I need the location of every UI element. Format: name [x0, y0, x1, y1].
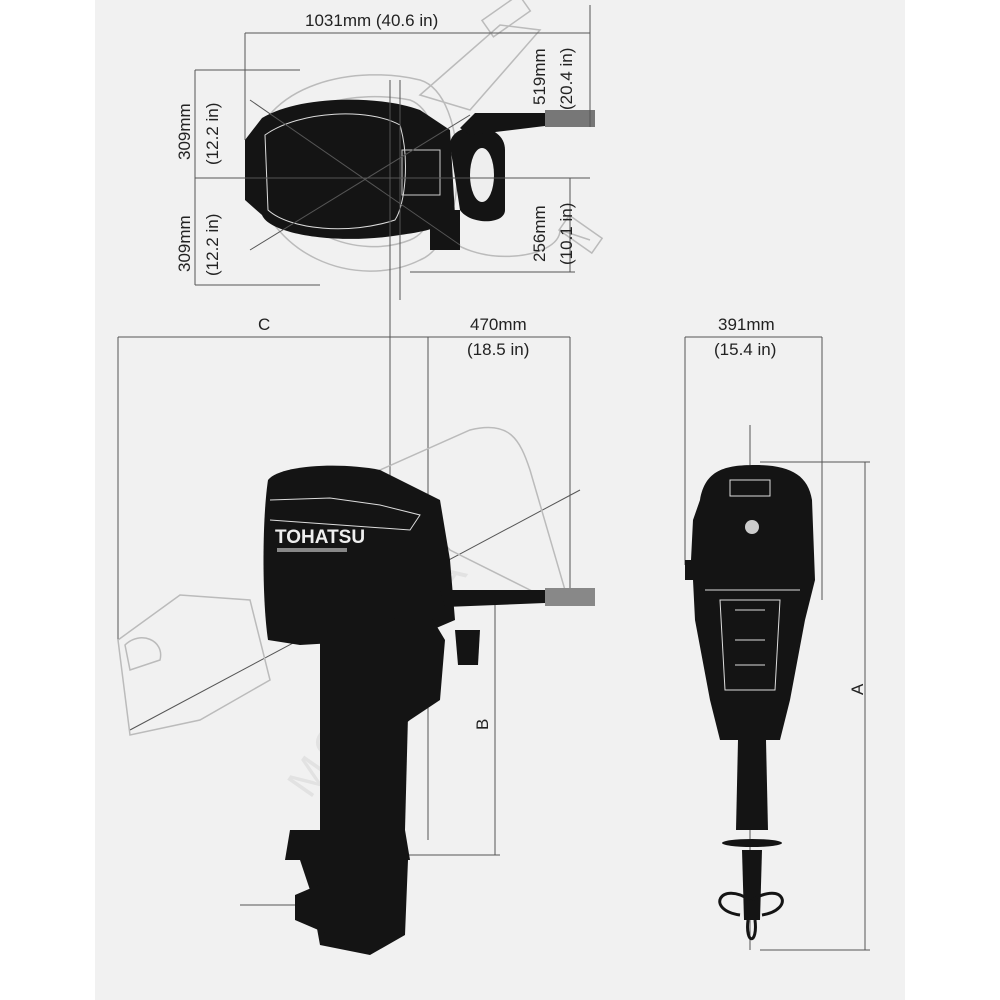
- right-lower-mm: 256mm: [530, 205, 549, 262]
- left-upper-in: (12.2 in): [203, 103, 222, 165]
- left-lower-mm: 309mm: [175, 215, 194, 272]
- dimension-a: A: [848, 683, 867, 695]
- left-lower-in: (12.2 in): [203, 214, 222, 276]
- rear-view: 391mm (15.4 in) A: [684, 315, 870, 951]
- top-view: 1031mm (40.6 in) 309mm (12.2 in) 309mm (…: [175, 0, 604, 300]
- right-lower-in: (10.1 in): [557, 203, 576, 265]
- side-view: TOHATSU C 470mm (18.5 in) B: [117, 80, 595, 955]
- brand-logo: TOHATSU: [275, 527, 365, 548]
- top-width-label: 1031mm (40.6 in): [305, 11, 438, 30]
- dimension-b: B: [473, 719, 492, 730]
- right-upper-in: (20.4 in): [557, 48, 576, 110]
- left-upper-mm: 309mm: [175, 103, 194, 160]
- tiller-length-mm: 470mm: [470, 315, 527, 334]
- dimension-c: C: [258, 315, 270, 334]
- tiller-length-in: (18.5 in): [467, 340, 529, 359]
- right-upper-mm: 519mm: [530, 48, 549, 105]
- rear-width-mm: 391mm: [718, 315, 775, 334]
- rear-width-in: (15.4 in): [714, 340, 776, 359]
